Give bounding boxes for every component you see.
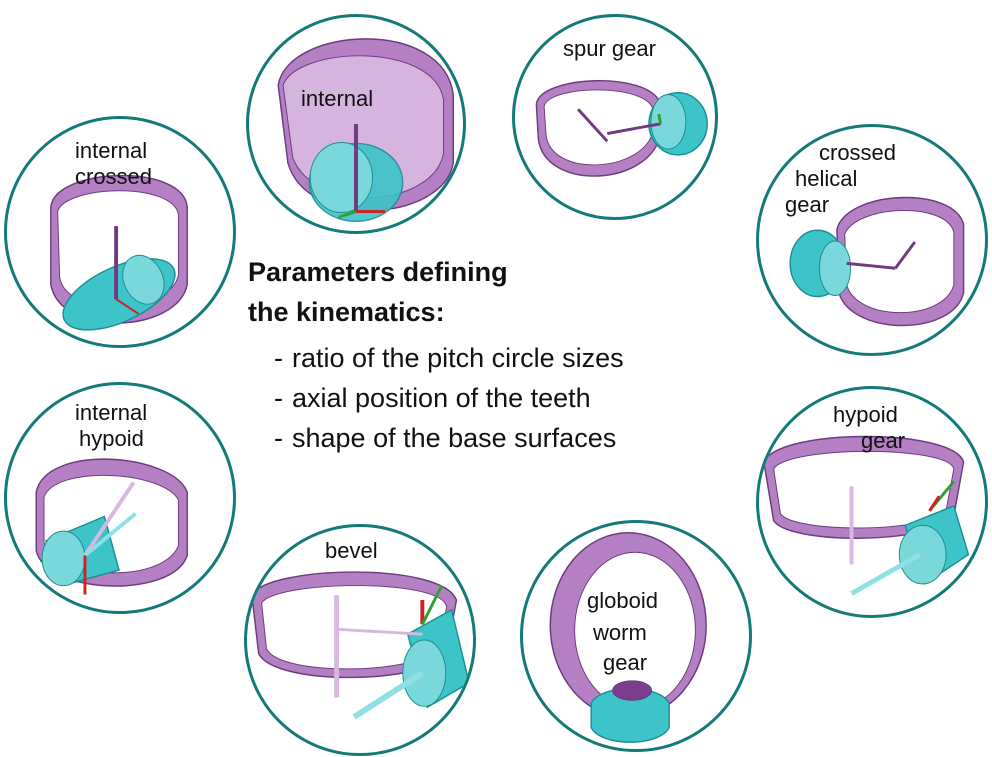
crossed-helical-gear-diagram: crossed helical gear	[756, 124, 988, 356]
crossed-helical-label-line3: gear	[785, 192, 830, 217]
parameter-text: axial position of the teeth	[292, 383, 591, 413]
hypoid-label-line1: hypoid	[833, 402, 898, 427]
internal-crossed-label-line1: internal	[75, 138, 148, 163]
bevel-gear-illustration	[251, 571, 470, 720]
heading-line2: the kinematics:	[248, 297, 445, 327]
crossed-helical-label-line2: helical	[795, 166, 858, 191]
parameter-text: shape of the base surfaces	[292, 423, 617, 453]
internal-crossed-label-line2: crossed	[75, 164, 153, 189]
crossed-helical-gear-illustration	[789, 196, 965, 327]
spur-gear-illustration	[535, 79, 708, 177]
globoid-worm-gear-diagram: globoid worm gear	[520, 520, 752, 752]
parameter-text: ratio of the pitch circle sizes	[292, 343, 624, 373]
globoid-label-line2: worm	[593, 620, 647, 645]
list-bullet: -	[274, 423, 283, 453]
spur-gear-diagram: spur gear	[512, 14, 718, 220]
parameter-item: -ratio of the pitch circle sizes	[274, 338, 758, 378]
hypoid-gear-illustration	[763, 435, 970, 596]
internal-hypoid-label-line1: internal	[75, 400, 148, 425]
internal-crossed-gear-diagram: internal crossed	[4, 116, 236, 348]
bevel-gear-diagram: bevel	[244, 524, 476, 756]
globoid-label-line1: globoid	[587, 588, 658, 613]
internal-hypoid-gear-illustration	[35, 458, 188, 595]
list-bullet: -	[274, 383, 283, 413]
internal-crossed-gear-illustration	[50, 174, 188, 331]
crossed-helical-label-line1: crossed	[819, 140, 897, 165]
hypoid-label-line2: gear	[861, 428, 906, 453]
globoid-label-line3: gear	[603, 650, 648, 675]
list-bullet: -	[274, 343, 283, 373]
kinematics-parameters-block: Parameters defining the kinematics: -rat…	[248, 252, 758, 458]
parameter-item: -axial position of the teeth	[274, 378, 758, 418]
internal-hypoid-label-line2: hypoid	[79, 426, 144, 451]
parameter-list: -ratio of the pitch circle sizes -axial …	[248, 338, 758, 458]
internal-gear-diagram: internal	[246, 14, 466, 234]
heading-line1: Parameters defining	[248, 257, 508, 287]
bevel-label: bevel	[325, 538, 378, 563]
hypoid-gear-diagram: hypoid gear	[756, 386, 988, 618]
globoid-worm-gear-illustration	[549, 532, 707, 743]
internal-gear-illustration	[277, 38, 455, 223]
internal-hypoid-gear-diagram: internal hypoid	[4, 382, 236, 614]
parameter-item: -shape of the base surfaces	[274, 418, 758, 458]
spur-gear-label: spur gear	[563, 36, 656, 61]
internal-label: internal	[301, 86, 374, 111]
